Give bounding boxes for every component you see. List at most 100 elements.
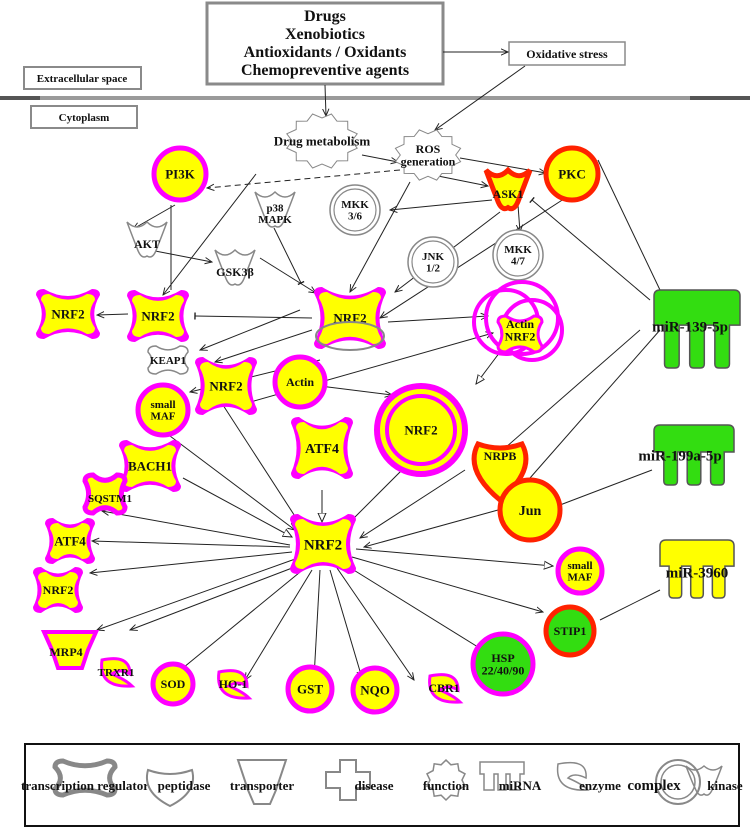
- mrp4-label: MRP4: [49, 645, 82, 659]
- jnk-label-1: 1/2: [426, 263, 441, 275]
- nrf2_inner-label: NRF2: [141, 309, 174, 324]
- ho1-node[interactable]: HO-1: [217, 669, 253, 700]
- svg-text:Cytoplasm: Cytoplasm: [59, 112, 110, 124]
- keap1-node[interactable]: KEAP1: [147, 345, 189, 375]
- legend-label-6: enzyme: [579, 778, 621, 793]
- p38-label-1: MAPK: [258, 214, 292, 226]
- oxidative-stress-box: Oxidative stress: [508, 41, 626, 66]
- nrf2_big_complex-node[interactable]: NRF2: [374, 383, 468, 477]
- mkk36-label-1: 3/6: [348, 211, 363, 223]
- sqstm1-node[interactable]: SQSTM1: [82, 472, 132, 516]
- svg-text:Oxidative stress: Oxidative stress: [526, 47, 608, 61]
- legend-label-7: complex: [627, 778, 681, 794]
- complex-icon: [655, 759, 701, 805]
- svg-text:Extracellular space: Extracellular space: [37, 73, 128, 85]
- complex-outer: [374, 383, 468, 477]
- legend-item-8: kinase: [685, 764, 743, 796]
- complex-inner: [333, 188, 377, 232]
- nrf2_big_complex-label: NRF2: [404, 423, 437, 438]
- enzyme-shape: [428, 673, 464, 704]
- nrf2_complex-node[interactable]: NRF2: [314, 287, 386, 351]
- function-shape: [286, 113, 358, 169]
- sqstm1-label: SQSTM1: [88, 493, 132, 505]
- protein-circle: [543, 145, 601, 203]
- atf4_mid-node[interactable]: ATF4: [291, 417, 353, 479]
- gsk3b-node[interactable]: GSK3β: [214, 248, 256, 286]
- bach1-node[interactable]: BACH1: [119, 440, 181, 492]
- nrf2_mid-label: NRF2: [209, 379, 242, 394]
- mrp4-node[interactable]: MRP4: [40, 630, 100, 670]
- actin-node[interactable]: Actin: [272, 354, 328, 410]
- stimuli-line-1: Drugs: [304, 8, 346, 25]
- pi3k-node[interactable]: PI3K: [151, 145, 209, 203]
- atf4_left-node[interactable]: ATF4: [45, 518, 95, 564]
- mir139-node[interactable]: miR-139-5p: [652, 289, 741, 369]
- protein-circle: [470, 631, 536, 697]
- transcription-regulator-fill: [41, 294, 95, 334]
- small_maf_right-label-1: MAF: [567, 572, 592, 584]
- transcription-regulator-fill: [200, 362, 252, 410]
- nrf2_center-node[interactable]: NRF2: [290, 514, 356, 574]
- txnrd1-node[interactable]: TRXR1: [98, 657, 136, 688]
- nrf2_inner-node[interactable]: NRF2: [127, 290, 189, 342]
- transporter-icon: [236, 759, 288, 805]
- mir139-label: miR-139-5p: [652, 319, 728, 335]
- stimuli-line-2: Xenobiotics: [285, 26, 365, 43]
- protein-circle: [135, 382, 191, 438]
- transcription-regulator-fill: [38, 572, 78, 608]
- legend-item-1: peptidase: [146, 768, 211, 808]
- cbr1-node[interactable]: CBR1: [428, 673, 464, 704]
- nqo-node[interactable]: NQO: [350, 665, 400, 715]
- cytoplasm-label: Cytoplasm: [30, 105, 138, 129]
- jun-node[interactable]: Jun: [497, 477, 563, 543]
- legend-label-3: disease: [355, 778, 394, 793]
- nrf2_left-node[interactable]: NRF2: [36, 289, 100, 339]
- gsk3b-label: GSK3β: [216, 265, 254, 279]
- legend-item-3: disease: [325, 759, 394, 801]
- transporter-shape: [40, 630, 100, 670]
- gst-node[interactable]: GST: [285, 664, 335, 714]
- ros-label-1: generation: [401, 155, 456, 169]
- transcription-regulator-fill: [295, 519, 351, 569]
- nrf2_mid-node[interactable]: NRF2: [195, 357, 257, 415]
- protein-circle: [350, 665, 400, 715]
- sod-node[interactable]: SOD: [150, 661, 196, 707]
- complex-inner: [496, 233, 540, 277]
- nrf2_bottom_left-node[interactable]: NRF2: [33, 567, 83, 613]
- akt-node[interactable]: AKT: [126, 220, 168, 258]
- pkc-node[interactable]: PKC: [543, 145, 601, 203]
- ask1-node[interactable]: ASK1: [483, 166, 533, 212]
- mir3960-node[interactable]: miR-3960: [659, 539, 735, 599]
- legend-item-4: function: [423, 758, 470, 802]
- stip1-node[interactable]: STIP1: [543, 604, 597, 658]
- mir199-label: miR-199a-5p: [638, 448, 721, 464]
- mir199-node[interactable]: miR-199a-5p: [638, 424, 735, 486]
- nrf2_bottom_left-label: NRF2: [43, 583, 74, 597]
- hsp-label-0: HSP: [491, 651, 514, 665]
- transcription-regulator-icon: [52, 758, 118, 798]
- drug_metabolism-node[interactable]: Drug metabolism: [274, 113, 371, 169]
- extracellular-label: Extracellular space: [23, 66, 142, 90]
- atf4_mid-label: ATF4: [305, 442, 339, 457]
- kinase-shape: [214, 248, 256, 286]
- ho1-label: HO-1: [219, 677, 248, 691]
- transcription-regulator-fill: [319, 292, 381, 344]
- legend-box: [24, 743, 740, 827]
- function-icon: [426, 758, 466, 802]
- nrf2_left-label: NRF2: [51, 307, 84, 322]
- small_maf_right-label-0: small: [567, 560, 592, 572]
- protein-circle: [497, 477, 563, 543]
- legend-item-5: miRNA: [479, 761, 542, 793]
- mirna-shape: [659, 539, 735, 599]
- sod-label: SOD: [161, 677, 186, 691]
